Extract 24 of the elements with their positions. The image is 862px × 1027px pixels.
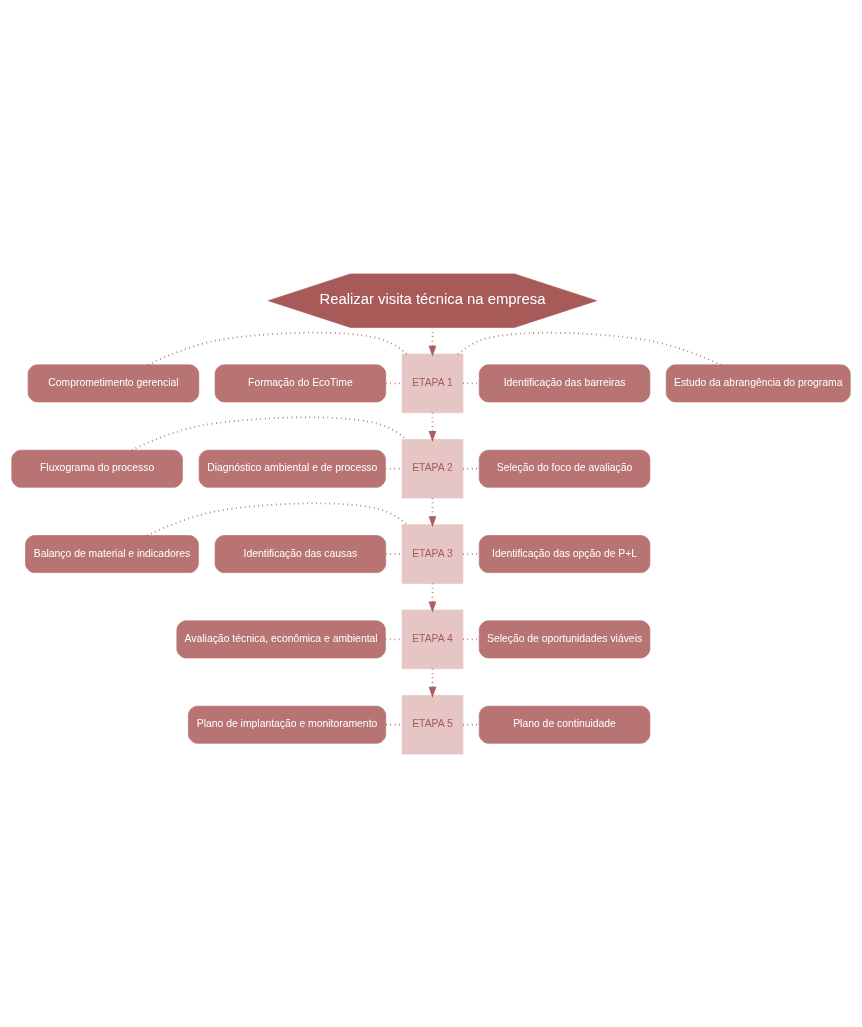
node-box: Seleção do foco de avaliação <box>478 449 651 488</box>
arrow <box>428 496 437 527</box>
node-box: Balanço de material e indicadores <box>25 534 199 573</box>
node-box: Identificação das opção de P+L <box>478 534 651 573</box>
node-box: Identificação das barreiras <box>478 364 651 402</box>
node-box: ETAPA 5 <box>401 694 464 754</box>
node-box: ETAPA 4 <box>401 609 464 669</box>
connector <box>457 331 723 366</box>
node-box: Identificação das causas <box>214 534 387 573</box>
node-box: ETAPA 2 <box>401 438 464 498</box>
node-box: ETAPA 3 <box>401 523 464 584</box>
node-box: Formação do EcoTime <box>214 364 387 402</box>
node-box: Estudo da abrangência do programa <box>665 364 851 402</box>
node-box: Seleção de oportunidades viáveis <box>478 620 651 658</box>
connector <box>147 331 408 366</box>
node-box: Diagnóstico ambiental e de processo <box>198 449 386 488</box>
node-box: Avaliação técnica, econômica e ambiental <box>176 620 386 658</box>
connector <box>146 501 408 536</box>
node-box: Plano de implantação e monitoramento <box>188 705 387 744</box>
node-box: Fluxograma do processo <box>11 449 183 488</box>
arrow <box>428 582 437 613</box>
node-box: Comprometimento gerencial <box>27 364 200 402</box>
node-box: ETAPA 1 <box>401 353 464 413</box>
node-box: Plano de continuidade <box>478 705 651 744</box>
